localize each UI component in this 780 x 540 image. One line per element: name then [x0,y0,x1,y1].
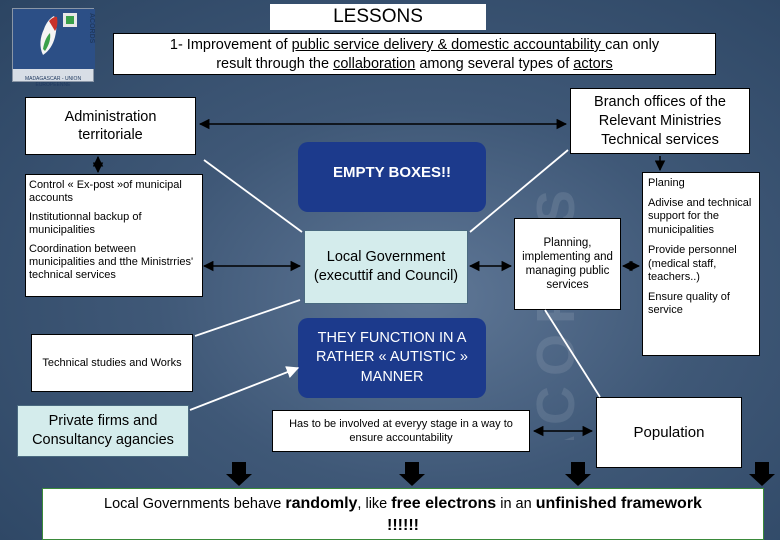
statement-text: can only [605,37,660,53]
accountability-text: Has to be involved at everyy stage in a … [289,418,513,444]
public-services-text: Planning, implementing and managing publ… [522,237,613,291]
admin-tasks-panel: Control « Ex-post »of municipal accounts… [25,174,203,297]
banner-text: Local Governments behave [104,496,286,512]
local-government-box: Local Government (executtif and Council) [304,230,468,304]
conclusion-banner: Local Governments behave randomly, like … [42,488,764,540]
statement-text: among several types of [415,56,574,72]
lesson-statement: 1- Improvement of public service deliver… [113,33,716,75]
banner-emphasis: free electrons [391,495,497,512]
diagonal-technical-autistic [194,299,301,337]
statement-text: result through the [216,56,334,72]
statement-text: 1- Improvement of [169,37,292,53]
branch-task-item: Ensure quality of service [648,290,730,317]
down-arrow-1 [226,462,252,486]
banner-emphasis: unfinished framework [535,495,702,512]
branch-title: Branch offices of the Relevant Ministrie… [594,93,726,148]
empty-boxes-box: EMPTY BOXES!! [298,142,486,212]
admin-task-item: Control « Ex-post »of municipal accounts [29,179,182,204]
banner-emphasis: randomly [285,495,358,512]
banner-exclamations: !!!!!! [387,517,419,534]
autistic-manner-box: THEY FUNCTION IN A RATHER « AUTISTIC » M… [298,318,486,398]
diagonal-admin-localgov [203,159,303,233]
logo: MADAGASCAR - UNION EUROPEENNE ACORDS [12,8,95,88]
accountability-box: Has to be involved at everyy stage in a … [272,410,530,452]
down-arrow-4 [749,462,775,486]
branch-task-item: Adivise and technical support for the mu… [648,196,752,236]
logo-vertical: ACORDS [88,13,95,44]
branch-task-item: Planing [648,177,685,189]
private-firms-arrow [189,366,300,411]
public-services-box: Planning, implementing and managing publ… [514,218,621,310]
admin-title: Administration territoriale [64,109,157,143]
technical-studies-text: Technical studies and Works [42,357,182,369]
statement-underlined-text: actors [573,56,613,72]
banner-text: in an [496,496,536,512]
branch-offices-box: Branch offices of the Relevant Ministrie… [570,88,750,154]
private-firms-text: Private firms and Consultancy agancies [32,413,174,448]
logo-caption: MADAGASCAR - UNION EUROPEENNE [24,76,82,88]
population-box: Population [596,397,742,468]
local-government-text: Local Government (executtif and Council) [313,249,459,284]
diagonal-branch-localgov [469,149,569,233]
page-title-text: LESSONS [333,6,423,27]
statement-underlined-text: collaboration [333,56,416,72]
admin-territoriale-box: Administration territoriale [25,97,196,155]
autistic-manner-text: THEY FUNCTION IN A RATHER « AUTISTIC » M… [315,329,468,385]
page-title: LESSONS [270,4,486,30]
population-text: Population [633,424,705,441]
down-arrow-3 [565,462,591,486]
private-firms-box: Private firms and Consultancy agancies [17,405,189,457]
down-arrow-2 [399,462,425,486]
banner-text: , like [357,496,392,512]
branch-task-item: Provide personnel (medical staff, teache… [648,244,737,283]
diagonal-population-planning [544,309,601,398]
branch-tasks-panel: Planing Adivise and technical support fo… [642,172,760,356]
madagascar-map-icon [13,9,95,69]
statement-underlined-text: public service delivery & domestic accou… [291,37,606,53]
admin-task-item: Institutionnal backup of municipalities [29,211,142,236]
empty-boxes-text: EMPTY BOXES!! [332,163,452,181]
admin-task-item: Coordination between municipalities and … [29,243,194,281]
technical-studies-box: Technical studies and Works [31,334,193,392]
